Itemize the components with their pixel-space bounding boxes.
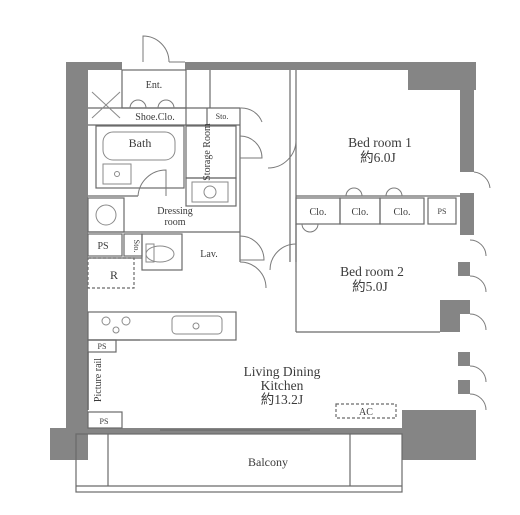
ldk-size-label: 約13.2J — [261, 392, 303, 407]
stove-burner-1 — [101, 316, 111, 326]
bedroom2-name-label: Bed room 2 — [340, 264, 404, 279]
ps-dressing-label: PS — [97, 241, 108, 252]
bedroom1-door-swing[interactable] — [267, 139, 297, 169]
storage-room-label: Storage Room — [202, 123, 213, 181]
ldk-label-2: Kitchen — [261, 378, 304, 393]
closet-1-label: Clo. — [310, 207, 327, 218]
interior-walls — [75, 69, 460, 493]
room-labels: Ent. Shoe.Clo. Sto. Bath Storage Room Dr… — [93, 80, 446, 469]
front-door-swing[interactable] — [142, 35, 170, 63]
bedroom1-size-label: 約6.0J — [360, 150, 396, 165]
closet-3-box — [379, 197, 425, 225]
wall-bottom — [88, 428, 408, 434]
dressing-door-swing[interactable] — [137, 169, 167, 197]
stove-burner-3 — [112, 326, 120, 334]
storage-small-label: Sto. — [216, 112, 229, 121]
storage-door-swing[interactable] — [239, 135, 263, 159]
lav-storage-label: Sto. — [132, 240, 141, 253]
ps-bottom-label: PS — [100, 417, 109, 426]
toilet — [145, 245, 175, 263]
bedroom2-size-label: 約5.0J — [352, 279, 388, 294]
lav-box — [141, 233, 183, 271]
corridor-door-swing[interactable] — [239, 107, 263, 123]
balcony-label: Balcony — [248, 455, 288, 469]
entrance-label: Ent. — [146, 80, 162, 91]
closet-3-label: Clo. — [394, 207, 411, 218]
ldk-label-1: Living Dining — [244, 364, 321, 379]
ps-bedroom-box — [427, 197, 457, 225]
wall-left — [66, 62, 88, 460]
stove-burner-2 — [121, 316, 131, 326]
ac-label: AC — [359, 407, 373, 418]
doors — [129, 35, 491, 411]
washing-machine — [191, 181, 229, 203]
ps-bedroom-label: PS — [438, 207, 447, 216]
ps-dressing-box — [87, 233, 123, 257]
shoe-closet-label: Shoe.Clo. — [135, 112, 174, 123]
bath-label: Bath — [129, 136, 152, 150]
bath-floor — [102, 163, 132, 185]
wall-right-lower — [460, 193, 474, 235]
wall-bottom-right-block — [402, 410, 476, 460]
dressing-room-label-1: Dressing — [157, 206, 193, 217]
ps-kitchen-label: PS — [98, 342, 107, 351]
picture-rail-label: Picture rail — [93, 358, 104, 402]
bedroom1-name-label: Bed room 1 — [348, 135, 412, 150]
column-right-1 — [458, 262, 470, 276]
ps-kitchen-box — [87, 339, 117, 353]
refrigerator-label: R — [110, 268, 118, 282]
fridge-box — [87, 257, 135, 289]
column-right-3 — [458, 352, 470, 366]
ac-box — [335, 403, 397, 419]
bedroom2-door-swing[interactable] — [269, 243, 297, 271]
balcony-outline — [75, 433, 403, 493]
lav-door-swing[interactable] — [239, 235, 265, 261]
fixtures — [91, 91, 229, 335]
lavatory-label: Lav. — [200, 249, 217, 260]
washbasin-box — [87, 197, 125, 233]
column-right-4 — [458, 380, 470, 394]
wall-stub-bedroom2 — [440, 300, 460, 332]
ps-bottom-box — [87, 411, 123, 429]
wall-bottom-left-block — [50, 428, 88, 460]
wall-top-right — [185, 62, 410, 70]
washbasin — [95, 204, 117, 226]
wall-top-left — [66, 62, 122, 70]
bath-drain — [114, 171, 120, 177]
kitchen-sink — [171, 315, 223, 335]
storage-room-lower — [185, 177, 237, 207]
dressing-room-label-2: room — [164, 217, 185, 228]
closet-2-label: Clo. — [352, 207, 369, 218]
bathtub — [102, 131, 176, 161]
kitchen-counter — [87, 311, 237, 341]
ldk-door-swing[interactable] — [239, 261, 267, 289]
column-right-2 — [458, 300, 470, 314]
wall-right-upper — [460, 62, 474, 172]
outer-walls — [50, 62, 476, 460]
